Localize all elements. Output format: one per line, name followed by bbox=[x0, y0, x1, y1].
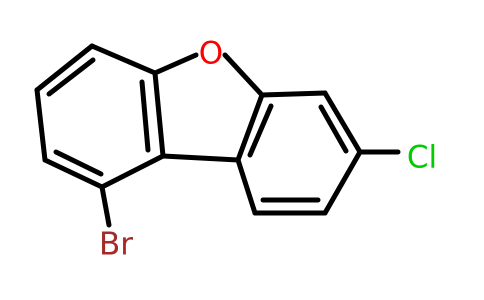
bond bbox=[235, 92, 265, 163]
bond bbox=[152, 70, 166, 159]
chlorine-label: Cl bbox=[407, 140, 437, 176]
bond bbox=[318, 104, 349, 154]
bond bbox=[160, 153, 241, 163]
atom-labels: O Cl Br bbox=[99, 36, 437, 263]
oxygen-label: O bbox=[199, 36, 223, 72]
bond bbox=[34, 43, 95, 93]
bromine-label: Br bbox=[99, 227, 133, 263]
bond bbox=[89, 43, 158, 76]
bond bbox=[322, 90, 363, 155]
bond bbox=[152, 52, 199, 76]
bond bbox=[247, 103, 274, 158]
bond bbox=[235, 157, 258, 216]
bond bbox=[46, 57, 96, 97]
bond bbox=[42, 157, 105, 190]
bonds bbox=[34, 43, 401, 228]
bond bbox=[222, 52, 265, 98]
bond bbox=[99, 153, 166, 190]
bond bbox=[99, 184, 112, 228]
bond bbox=[53, 149, 104, 177]
bond bbox=[322, 149, 363, 216]
bond bbox=[34, 87, 48, 163]
bond bbox=[259, 90, 328, 98]
bond bbox=[139, 79, 151, 153]
